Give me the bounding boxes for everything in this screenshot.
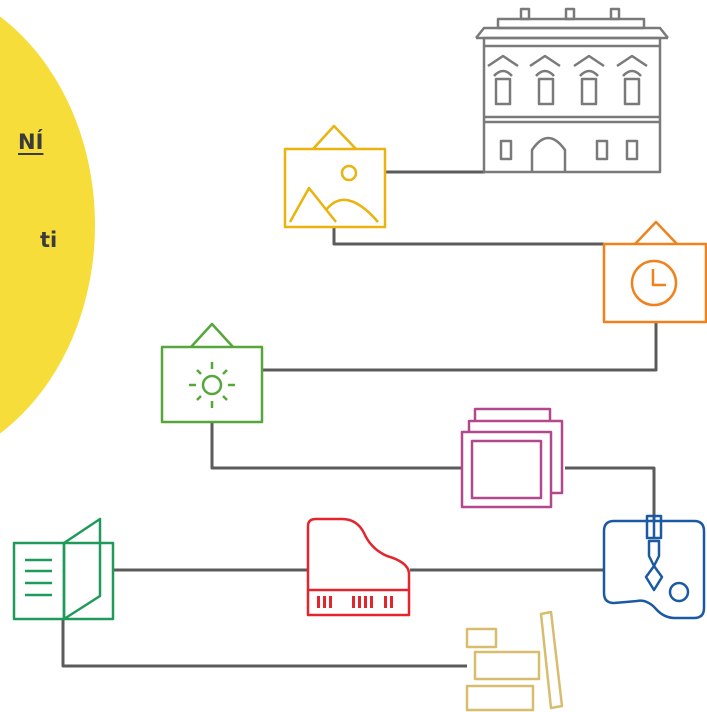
books-stack-icon [465,610,564,712]
yellow-blob [0,16,95,434]
line-frames-to-palette [565,466,656,521]
clock-icon [602,220,707,324]
line-sun-to-frames [210,422,462,470]
building-icon [475,7,669,174]
line-clock-to-sun [263,322,658,372]
line-picture-to-clock [332,227,604,246]
piano-keys [317,596,393,608]
blob-text-fragment-2: ti [40,228,58,252]
blob-text-fragment-1: NÍ [18,130,44,154]
frames-icon [460,407,564,509]
piano-icon [306,517,411,617]
book-icon [12,517,115,621]
sun-icon [160,322,264,424]
palette-icon [602,514,706,620]
connector-lines [61,170,658,668]
picture-icon [283,124,387,229]
line-book-to-stack [61,619,467,668]
